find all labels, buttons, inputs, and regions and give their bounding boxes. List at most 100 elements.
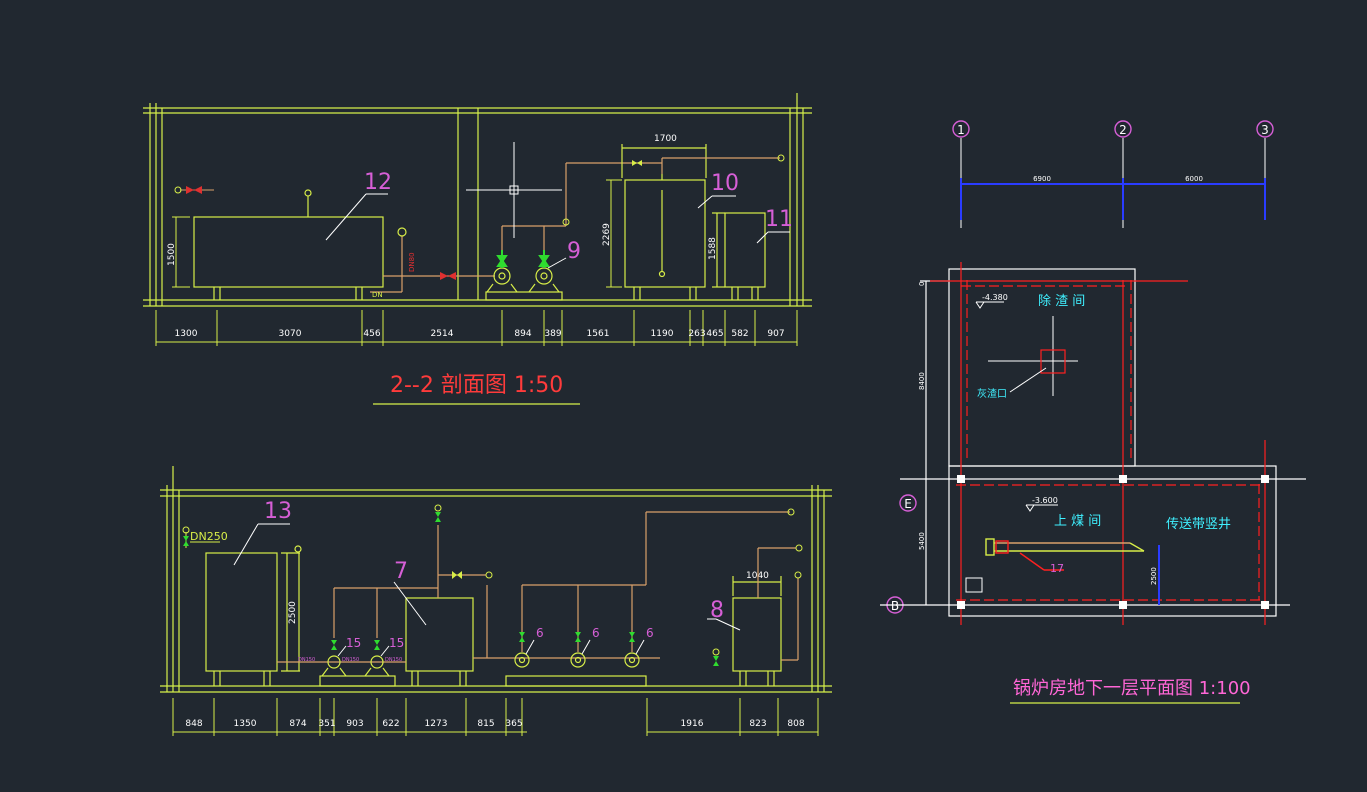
dim-top-9: 263: [688, 329, 705, 339]
dim-low-10: 1916: [681, 719, 704, 729]
axis-label-e: E: [904, 497, 912, 511]
dim-low-11: 823: [749, 719, 766, 729]
gauge-12: [397, 227, 407, 237]
dn250-fitting: [182, 526, 220, 548]
dim-1500: [172, 216, 190, 288]
dim-low-3: 874: [289, 719, 306, 729]
pipe-7-top: [277, 525, 660, 663]
dim-low-12: 808: [787, 719, 804, 729]
dim-chain-top-texts: 1300 3070 456 2514 894 389 1561 1190 263…: [175, 329, 785, 339]
tank-7: [405, 597, 474, 686]
plan-span-dim: [960, 178, 1266, 220]
dim-low-7: 1273: [425, 719, 448, 729]
elevation-2: -3.600: [1032, 496, 1058, 505]
valve-10-top: [632, 160, 642, 166]
dim-low-4: 351: [318, 719, 335, 729]
pump-6-valves: [519, 632, 635, 642]
gauge-pumps: [562, 218, 570, 226]
section-lower: 2500 DN250: [160, 466, 832, 736]
side-dim-2500: 2500: [1150, 567, 1158, 585]
room-label-1: 除 渣 间: [1038, 294, 1085, 309]
gauge-10: [777, 154, 785, 162]
pipe-tag-dn150-3: DN150: [385, 657, 402, 663]
callout-leaders-lower: [233, 523, 741, 657]
tank-8: [732, 576, 782, 686]
dim-chain-lower: [172, 698, 819, 736]
dim-chain-lower-texts: 848 1350 874 351 903 622 1273 815 365 19…: [185, 719, 804, 729]
dim-1700-text: 1700: [654, 134, 677, 144]
elevation-1: -4.380: [982, 293, 1008, 302]
callout-6a: 6: [536, 626, 544, 640]
dim-top-6: 389: [544, 329, 561, 339]
elevation-mark-1: [975, 301, 1004, 309]
pipe-tag-dn150-1: DN150: [298, 657, 315, 663]
callout-8: 8: [710, 598, 724, 623]
room-label-2: 上 煤 间: [1054, 514, 1101, 529]
plan-red-lines: [930, 262, 1266, 625]
side-dim-5400: 5400: [918, 532, 926, 550]
callout-15b: 15: [389, 636, 404, 650]
tank-13: [205, 545, 302, 686]
origin-mark: 0: [918, 282, 926, 286]
callout-leaders-top: [325, 193, 790, 269]
dim-top-12: 907: [767, 329, 784, 339]
room-label-3: 传送带竖井: [1166, 517, 1231, 532]
dim-low-2: 1350: [234, 719, 257, 729]
cad-cursor: [466, 142, 562, 238]
dim-top-7: 1561: [587, 329, 610, 339]
elevation-mark-2: [1025, 504, 1058, 512]
dim-1500-text: 1500: [167, 243, 177, 266]
dim-top-3: 456: [363, 329, 380, 339]
pumps-15: [319, 655, 396, 687]
pipe-tag-dn150-2: DN150: [342, 657, 359, 663]
callout-6c: 6: [646, 626, 654, 640]
dim-low-8: 815: [477, 719, 494, 729]
callout-12: 12: [364, 170, 392, 195]
axis-label-2: 2: [1119, 123, 1127, 137]
dim-2269-text: 2269: [602, 223, 612, 246]
dim-low-9: 365: [505, 719, 522, 729]
section-2-2: 1500 DN80 DN: [143, 93, 812, 405]
pipe-tags-dn150: DN150 DN150 DN150: [298, 657, 402, 663]
tank-12: [193, 189, 384, 300]
span-dim-6900: 6900: [1033, 175, 1051, 183]
axis-label-b: B: [891, 599, 899, 613]
axis-label-1: 1: [957, 123, 965, 137]
conveyor-17: [985, 538, 1145, 571]
tank-10: [621, 144, 707, 300]
gauge-8a: [795, 544, 803, 552]
dim-2500-text: 2500: [288, 601, 298, 624]
span-dim-6000: 6000: [1185, 175, 1203, 183]
pumps-6: [505, 652, 647, 687]
plan-columns: [957, 475, 1269, 609]
dim-top-10: 465: [706, 329, 723, 339]
plan-axis-labels: 1 2 3 E B: [891, 123, 1269, 613]
pipe-tag-dn80: DN80: [408, 252, 416, 272]
dim-1588-text: 1588: [708, 237, 718, 260]
pump-15-valves: [331, 640, 380, 650]
section-2-2-walls: [143, 93, 812, 307]
pipe-8: [757, 547, 799, 661]
dn250-label: DN250: [190, 530, 228, 543]
valve-8-left: [712, 648, 720, 666]
dim-top-8: 1190: [651, 329, 674, 339]
ash-port-label: 灰渣口: [977, 387, 1007, 400]
dim-top-2: 3070: [279, 329, 302, 339]
dim-top-1: 1300: [175, 329, 198, 339]
axis-label-3: 3: [1261, 123, 1269, 137]
dim-chain-top: [155, 310, 798, 346]
callout-6b: 6: [592, 626, 600, 640]
plan-title: 锅炉房地下一层平面图 1:100: [1013, 678, 1251, 699]
valve-pump-inlet: [440, 272, 456, 280]
dim-low-6: 622: [382, 719, 399, 729]
pipe-12-outlet: [370, 236, 495, 293]
callout-17: 17: [1050, 562, 1064, 575]
section-2-2-title: 2--2 剖面图 1:50: [390, 373, 563, 398]
fixture-box: [965, 577, 983, 593]
pump-valves-green-top: [496, 250, 550, 268]
ash-port-symbol: [988, 316, 1078, 396]
plan-view: 1 2 3 E B 6900 6000: [880, 120, 1306, 704]
tank-11: [712, 212, 766, 300]
